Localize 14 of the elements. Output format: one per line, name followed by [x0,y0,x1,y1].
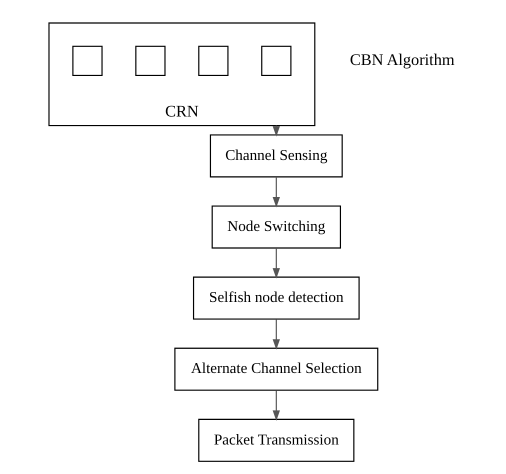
node-box [135,45,166,76]
arrow [272,176,280,208]
node-box: Selfish node detection [192,276,360,320]
node-box [198,45,229,76]
label: CBN Algorithm [350,50,455,69]
node-box [261,45,292,76]
node-box: Packet Transmission [198,418,354,462]
arrow [272,248,280,278]
node-box [72,45,103,76]
arrow [272,318,280,350]
node-box: Node Switching [212,204,342,248]
node-box: Channel Sensing [210,134,343,177]
node-box: Alternate Channel Selection [174,347,378,390]
arrow [272,390,280,420]
